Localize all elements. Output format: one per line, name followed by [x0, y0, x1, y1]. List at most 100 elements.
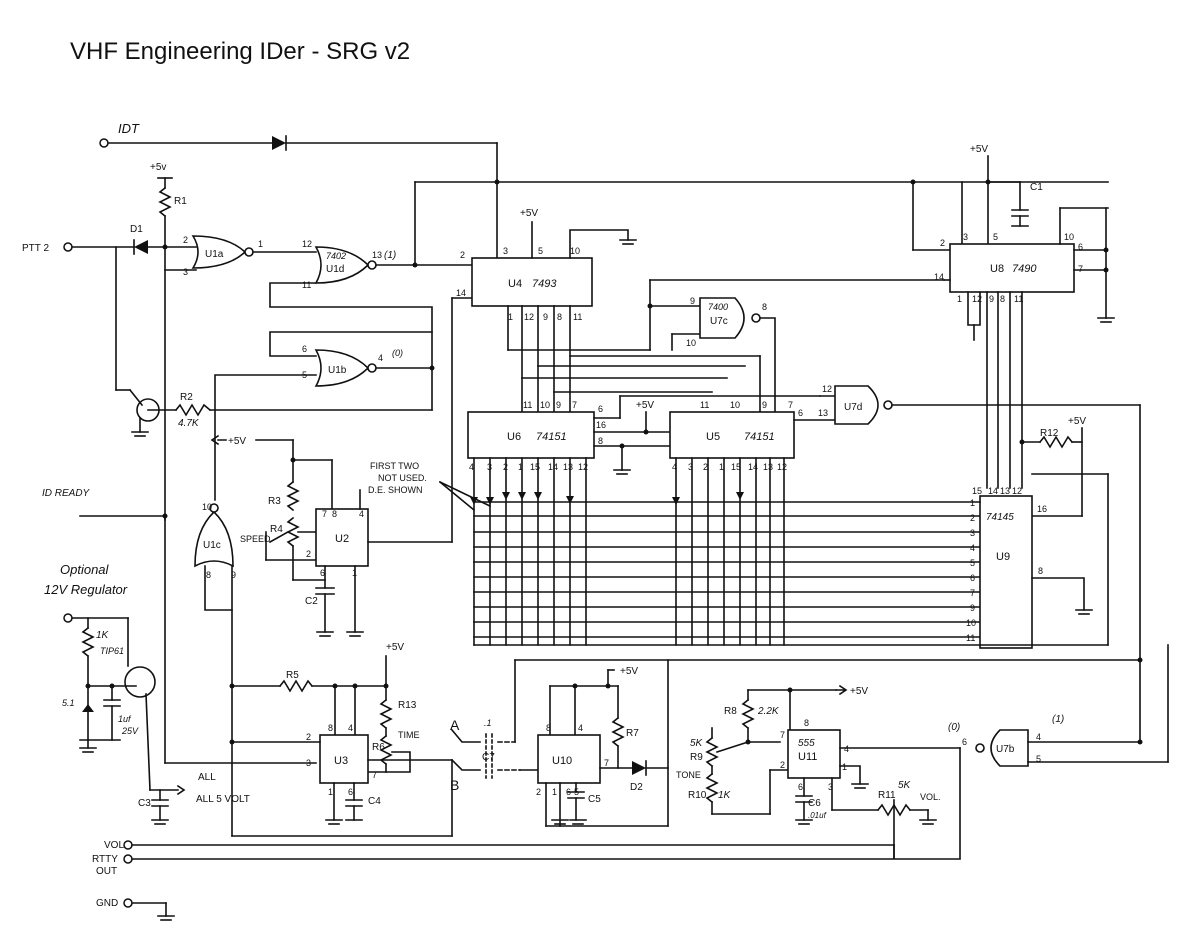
r11-value: 5K	[898, 780, 912, 791]
r2-label: R2	[180, 392, 193, 403]
svg-text:3: 3	[306, 758, 311, 768]
svg-text:1: 1	[518, 462, 523, 472]
zener-diode-icon	[82, 704, 94, 712]
regulator-cap-volt: 25V	[121, 726, 139, 736]
idt-label: IDT	[118, 121, 140, 136]
svg-text:11: 11	[1014, 294, 1023, 304]
svg-text:12: 12	[777, 462, 787, 472]
rtty-out-terminal[interactable]	[123, 854, 133, 864]
svg-text:8: 8	[546, 723, 551, 733]
r2-value: 4.7K	[178, 418, 200, 429]
c7-coupling: A B .1 C7	[450, 659, 1141, 793]
u7d-nand-gate: 12 U7d	[819, 384, 1143, 745]
r8-label: R8	[724, 706, 737, 717]
u4-chip	[471, 257, 593, 307]
matrix-diode-icon	[672, 497, 680, 505]
c4-label: C4	[368, 796, 381, 807]
regulator-input-terminal[interactable]	[63, 613, 73, 623]
r9-label: R9	[690, 752, 703, 763]
u8-part: 7490	[1012, 263, 1037, 275]
r9-value: 5K	[690, 738, 704, 749]
svg-text:2: 2	[940, 238, 945, 248]
svg-text:14: 14	[988, 486, 998, 496]
point-a-label: A	[450, 717, 460, 733]
vol-terminal[interactable]	[123, 840, 133, 850]
svg-text:13: 13	[1000, 486, 1010, 496]
all-5-volt: ALL 5 VOLT C3	[138, 789, 250, 825]
svg-text:10: 10	[1064, 232, 1074, 242]
plus5v-u8: +5V	[970, 144, 988, 155]
svg-text:9: 9	[231, 570, 236, 580]
u7b-label: U7b	[996, 744, 1015, 755]
u1a-nor-gate: U1a 2 3 1	[164, 235, 317, 521]
u9-part: 74145	[986, 512, 1014, 523]
svg-text:14: 14	[548, 462, 558, 472]
r10-label: R10	[688, 790, 707, 801]
d1-diode-icon	[134, 240, 148, 254]
note-line-3: D.E. SHOWN	[368, 485, 423, 495]
svg-text:6: 6	[798, 408, 803, 418]
u1b-label: U1b	[328, 365, 347, 376]
tone-label: TONE	[676, 770, 701, 780]
svg-text:7: 7	[1078, 264, 1083, 274]
u7c-part: 7400	[708, 302, 728, 312]
svg-text:1: 1	[719, 462, 724, 472]
svg-text:12: 12	[302, 239, 312, 249]
svg-text:8: 8	[598, 436, 603, 446]
plus5v-r12: +5V	[1068, 416, 1086, 427]
svg-text:11: 11	[523, 400, 532, 410]
svg-text:7: 7	[372, 770, 377, 780]
u4-counter: U4 7493 +5V 3 5 10 2 14 1 12 9 8 11	[412, 179, 1109, 413]
svg-text:9: 9	[690, 296, 695, 306]
matrix-diode-icon	[566, 496, 574, 504]
r7-label: R7	[626, 728, 639, 739]
idt-terminal[interactable]	[99, 138, 109, 148]
svg-text:10: 10	[570, 246, 580, 256]
u6-label: U6	[507, 431, 521, 443]
u1d-label: U1d	[326, 264, 344, 275]
svg-text:4: 4	[844, 744, 849, 754]
u1a-label: U1a	[205, 249, 224, 260]
regulator-title-1: Optional	[60, 562, 110, 577]
page-title: VHF Engineering IDer - SRG v2	[70, 38, 411, 65]
matrix-diode-icon	[518, 492, 526, 500]
plus5v-r1: +5v	[150, 162, 166, 173]
r1-label: R1	[174, 196, 187, 207]
svg-text:13: 13	[372, 250, 382, 260]
u5-part: 74151	[744, 431, 775, 443]
r8-value: 2.2K	[757, 706, 780, 717]
u7c-label: U7c	[710, 316, 728, 327]
u1c-nor-gate: U1c 10 8 9	[194, 502, 236, 837]
gnd-terminal[interactable]	[123, 898, 133, 908]
svg-text:2: 2	[460, 250, 465, 260]
vol-pot-label: VOL.	[920, 792, 941, 802]
c2-label: C2	[305, 596, 318, 607]
svg-text:6: 6	[598, 404, 603, 414]
all-5-volt-1: ALL	[198, 772, 216, 783]
ptt2-terminal[interactable]	[63, 242, 73, 252]
svg-text:2: 2	[970, 513, 975, 523]
svg-text:10: 10	[540, 400, 550, 410]
svg-text:15: 15	[530, 462, 540, 472]
vol-port-label: VOL	[104, 840, 124, 851]
rtty-label-1: RTTY	[92, 854, 118, 865]
u11-part: 555	[798, 738, 815, 749]
c1-label: C1	[1030, 182, 1043, 193]
u10-chip	[537, 734, 601, 784]
point-b-label: B	[450, 777, 459, 793]
r12-label: R12	[1040, 428, 1059, 439]
svg-text:2: 2	[306, 549, 311, 559]
svg-text:9: 9	[543, 312, 548, 322]
u9-label: U9	[996, 551, 1010, 563]
matrix-diode-icon	[486, 497, 494, 505]
regulator-r-value: 1K	[96, 630, 110, 641]
svg-text:8: 8	[762, 302, 767, 312]
idt-diode-icon	[272, 136, 286, 150]
svg-text:4: 4	[469, 462, 474, 472]
svg-text:6: 6	[348, 787, 353, 797]
output-ports: VOL RTTY OUT GND	[92, 840, 961, 921]
